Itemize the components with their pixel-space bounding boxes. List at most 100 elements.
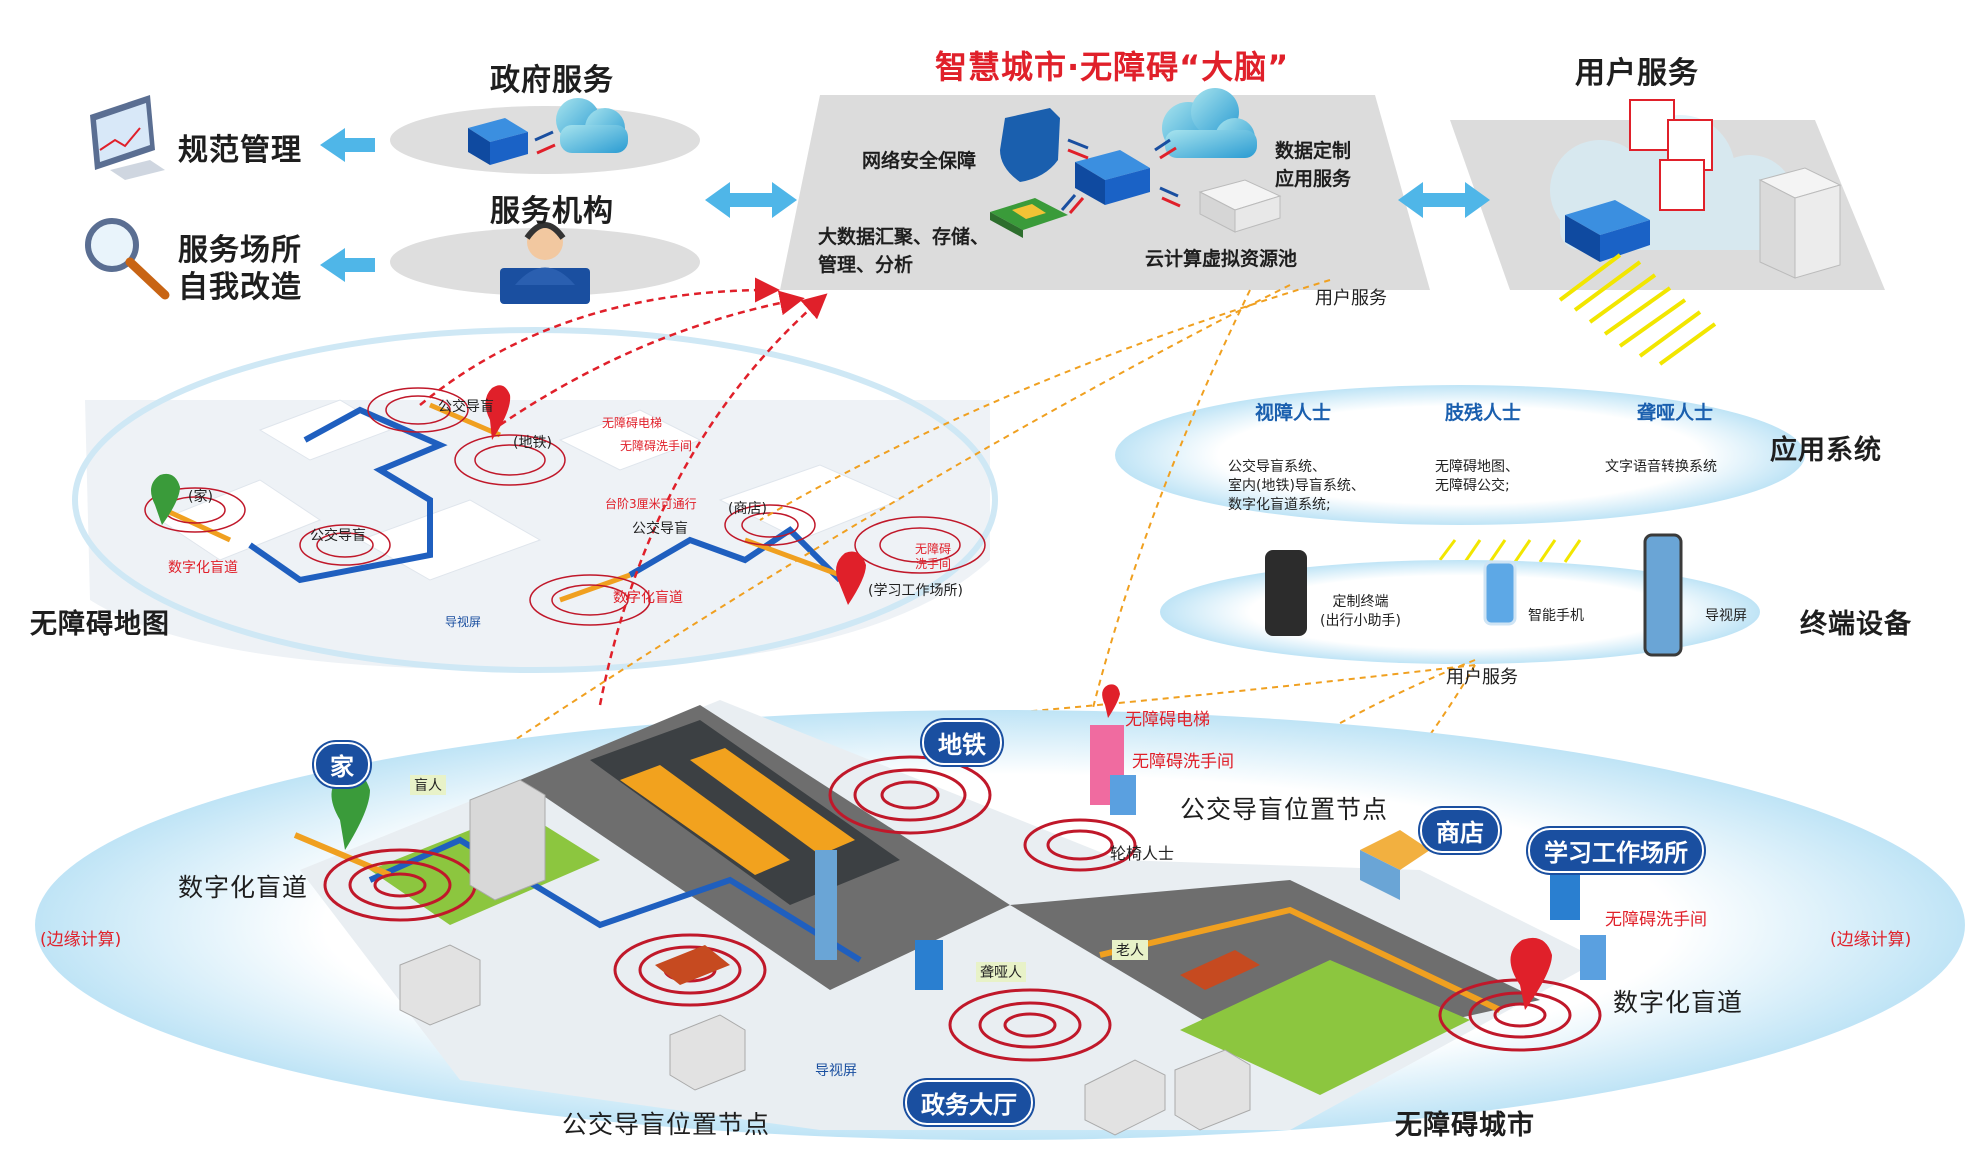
city-bus-node-top: 公交导盲位置节点 [1180, 795, 1389, 824]
map-toilet-right-line2: 洗手间 [915, 557, 952, 571]
map-home: (家) [188, 489, 213, 505]
map-toilet-right-line1: 无障碍 [915, 542, 952, 556]
city-shop-pill: 商店 [1420, 808, 1500, 853]
brain-title: 智慧城市·无障碍“大脑” [935, 48, 1290, 86]
app-group-limb-desc: 无障碍地图、 无障碍公交; [1435, 459, 1519, 494]
map-base [85, 400, 990, 670]
map-tactile-orange [163, 402, 841, 603]
red-dashed-links [419, 277, 828, 706]
city-tactile-left: 数字化盲道 [178, 873, 309, 902]
agent-graphic [500, 222, 590, 304]
city-elder-label: 老人 [1112, 940, 1148, 960]
city-toilet-label: 无障碍洗手间 [1132, 752, 1234, 772]
city-edge-right: (边缘计算) [1830, 930, 1912, 950]
map-route-blue [248, 406, 448, 584]
data-custom-line1: 数据定制 [1275, 140, 1352, 162]
chip-graphic [990, 198, 1068, 238]
yellow-rays-mid [1438, 539, 1582, 563]
gov-service-title: 政府服务 [490, 63, 614, 98]
map-rim [72, 327, 998, 673]
device-custom-terminal: 定制终端 (出行小助手) [1320, 594, 1401, 629]
network-security-label: 网络安全保障 [862, 150, 977, 172]
yellow-rays-top [1558, 253, 1717, 366]
guide-screen-graphic [1643, 533, 1683, 657]
map-rings [144, 387, 986, 626]
user-sheets-graphic [1629, 99, 1713, 211]
map-toilet: 无障碍洗手间 [620, 439, 693, 453]
brain-cloud-graphic [1162, 88, 1257, 158]
map-subway: (地铁) [513, 435, 552, 451]
city-deaf-label: 聋哑人 [976, 962, 1026, 982]
map-elevator: 无障碍电梯 [602, 416, 663, 430]
venue-reform-line1: 服务场所 [178, 233, 302, 268]
brain-small-arrows [1060, 138, 1181, 214]
gov-ellipse [390, 106, 700, 174]
user-rack-graphic [1758, 167, 1842, 279]
city-title: 无障碍城市 [1395, 1110, 1535, 1141]
data-custom-line2: 应用服务 [1275, 168, 1352, 190]
city-blind-label: 盲人 [410, 775, 446, 795]
app-group-limb-name: 肢残人士 [1445, 402, 1522, 424]
magnifier-graphic [85, 218, 170, 300]
app-group-deaf-name: 聋哑人士 [1637, 402, 1714, 424]
app-group-visual-desc: 公交导盲系统、 室内(地铁)导盲系统、 数字化盲道系统; [1228, 459, 1365, 513]
city-toilet-right-label: 无障碍洗手间 [1605, 910, 1707, 930]
norm-mgmt-label: 规范管理 [178, 133, 302, 168]
double-arrows [705, 182, 1490, 218]
devices-user-service-label: 用户服务 [1446, 667, 1518, 688]
map-screen: 导视屏 [445, 615, 482, 629]
user-server-graphic [1565, 200, 1650, 262]
city-subway-pill: 地铁 [922, 720, 1002, 765]
gov-small-arrows [534, 130, 556, 155]
map-bus-guide-top: 公交导盲 [438, 399, 494, 415]
app-group-deaf-desc: 文字语音转换系统 [1605, 459, 1717, 475]
apps-title: 应用系统 [1770, 435, 1882, 466]
city-buildings [399, 725, 1606, 1136]
map-bus-guide-right: 公交导盲 [632, 521, 688, 537]
map-shop: (商店) [728, 501, 767, 517]
city-screen-label: 导视屏 [815, 1063, 857, 1079]
user-service-title: 用户服务 [1575, 56, 1699, 91]
brain-user-service-label: 用户服务 [1315, 288, 1387, 309]
cloud-pool-label: 云计算虚拟资源池 [1145, 248, 1298, 270]
city-work-pill: 学习工作场所 [1528, 828, 1704, 873]
app-group-visual-name: 视障人士 [1255, 402, 1332, 424]
city-tactile-right: 数字化盲道 [1613, 988, 1744, 1017]
apps-ellipse [1115, 385, 1805, 525]
map-stairs: 台阶3厘米可通行 [605, 497, 697, 511]
gov-cloud-graphic [556, 98, 628, 153]
city-rings [323, 755, 1602, 1062]
map-pins [151, 385, 866, 605]
device-guide-screen: 导视屏 [1705, 608, 1747, 624]
city-tactile-orange [293, 832, 1502, 1013]
devices-ellipse [1160, 560, 1760, 664]
city-green-right [1180, 960, 1470, 1095]
org-ellipse [390, 228, 700, 296]
left-arrows [320, 128, 375, 282]
gov-server-graphic [468, 118, 528, 165]
city-pins [331, 684, 1552, 1010]
smartphone-graphic [1483, 560, 1517, 626]
bigdata-line2: 管理、分析 [818, 254, 914, 276]
city-home-pill: 家 [314, 742, 370, 787]
city-bus [655, 945, 1260, 990]
city-gov-hall-pill: 政务大厅 [905, 1080, 1033, 1125]
map-tactile-mid: 数字化盲道 [613, 590, 683, 606]
city-elevator-label: 无障碍电梯 [1125, 710, 1210, 730]
monitor-graphic [90, 95, 165, 180]
map-tactile-left: 数字化盲道 [168, 560, 238, 576]
city-wheelchair-label: 轮椅人士 [1110, 844, 1175, 863]
brain-server-graphic [1075, 150, 1150, 205]
devices-title: 终端设备 [1800, 609, 1912, 640]
city-edge-left: (边缘计算) [40, 930, 122, 950]
map-bus-guide-mid: 公交导盲 [310, 528, 366, 544]
custom-terminal-graphic [1265, 550, 1307, 636]
storage-graphic [1198, 179, 1282, 233]
shield-graphic [1000, 108, 1060, 182]
device-smartphone: 智能手机 [1528, 608, 1584, 624]
service-org-title: 服务机构 [490, 194, 614, 229]
bigdata-line1: 大数据汇聚、存储、 [818, 226, 990, 248]
map-route-blue-2 [628, 526, 843, 583]
map-title: 无障碍地图 [30, 609, 170, 640]
